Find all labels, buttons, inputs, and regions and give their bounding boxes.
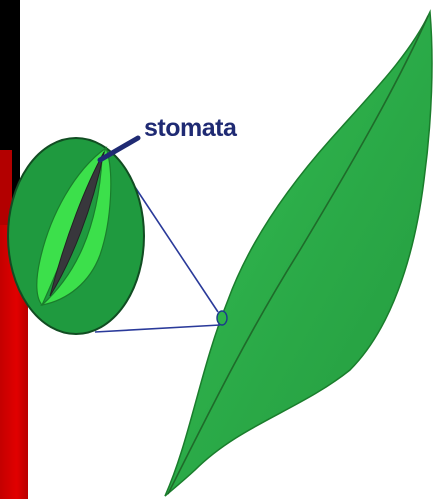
stoma-on-leaf [217,311,227,325]
leaf-blade [165,12,432,496]
stomata-label: stomata [144,114,236,143]
magnification-line-bottom [95,325,220,332]
